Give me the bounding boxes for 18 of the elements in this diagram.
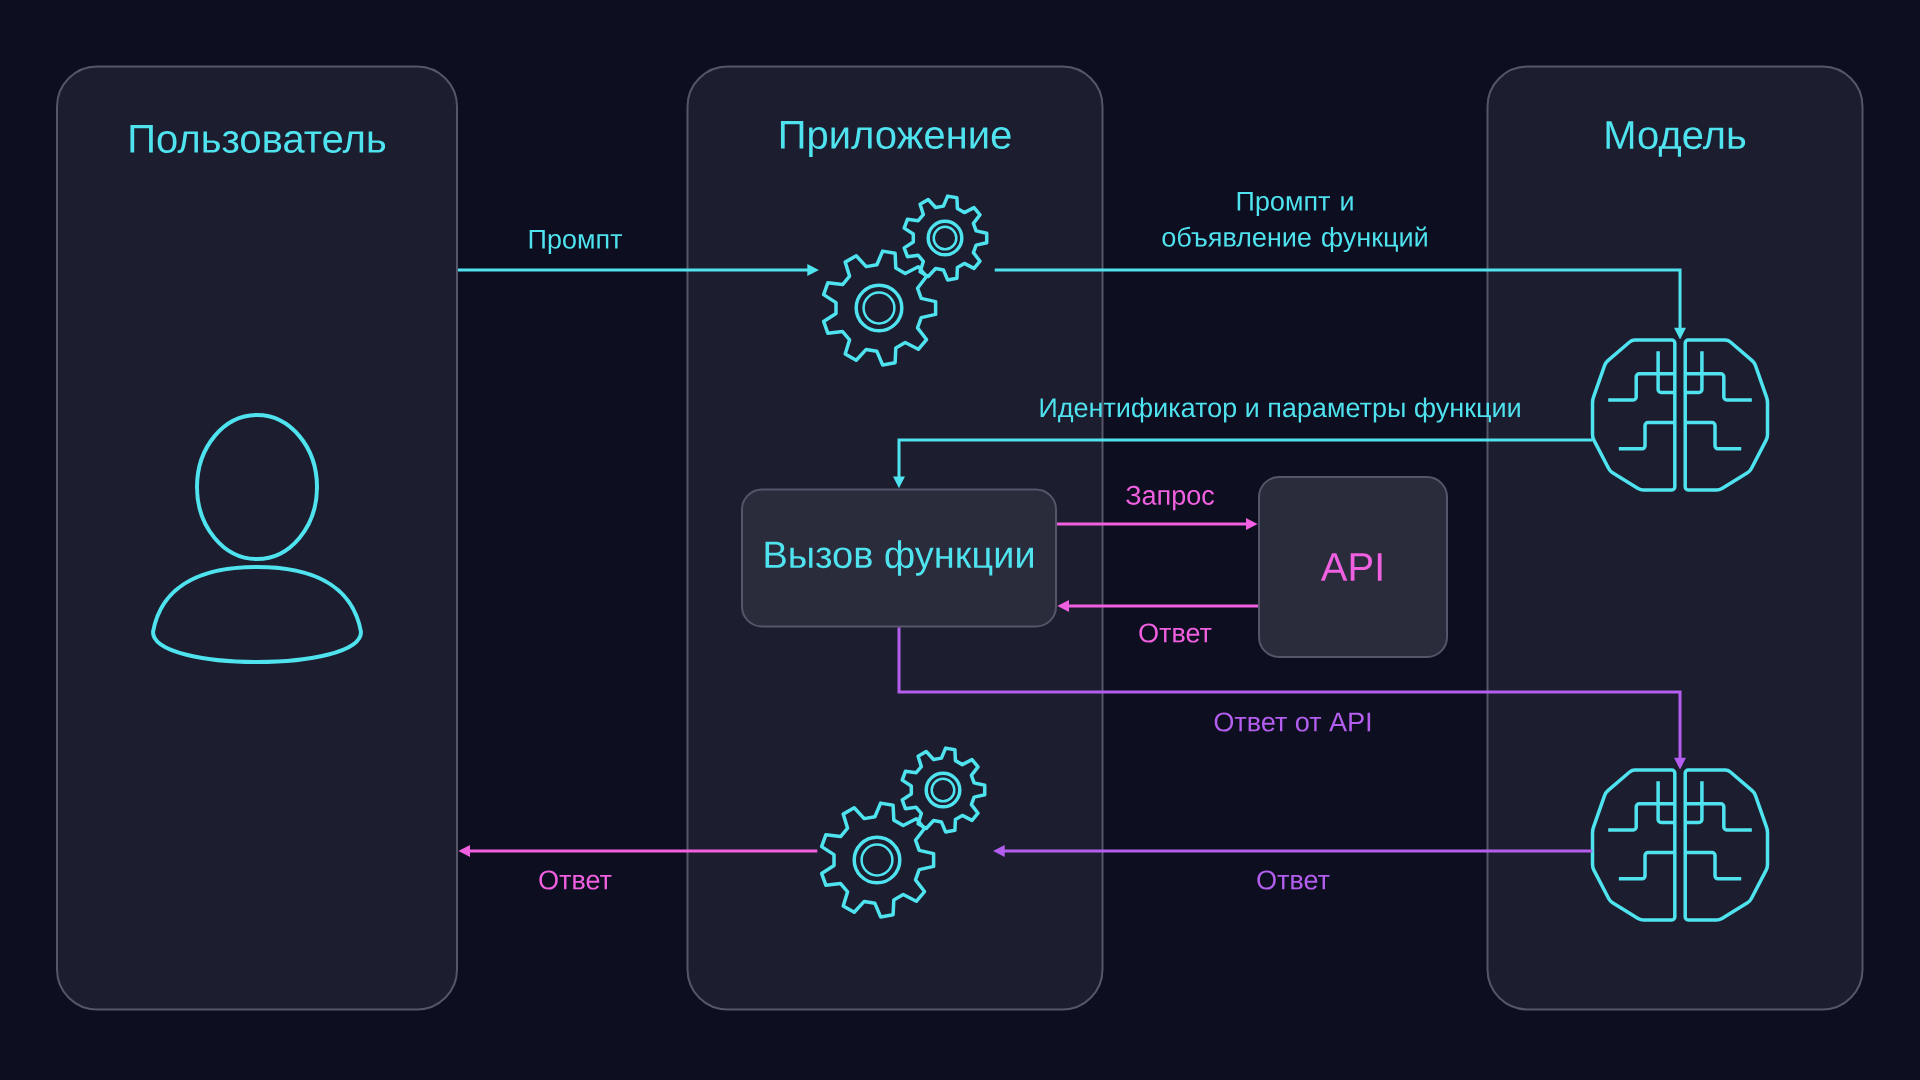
- edge-label: Ответ от API: [1214, 712, 1371, 732]
- process-box: API: [1258, 476, 1448, 658]
- edge-label: Ответ: [1257, 870, 1330, 890]
- edge-label: Промпт и объявление функций: [1162, 191, 1427, 253]
- lane-title: Модель: [1606, 121, 1746, 157]
- edge-label: Ответ: [1139, 623, 1212, 643]
- brain-icon: [1590, 768, 1770, 922]
- lane-title: Приложение: [780, 121, 1011, 157]
- person-icon: [151, 413, 363, 664]
- gears-icon: [821, 194, 989, 367]
- process-box: Вызов функции: [741, 488, 1057, 628]
- edge-label: Промпт: [529, 229, 623, 255]
- brain-icon: [1590, 338, 1770, 492]
- gears-icon: [819, 746, 987, 919]
- lane-title: Пользователь: [130, 125, 386, 153]
- edge-label: Идентификатор и параметры функции: [1040, 397, 1520, 423]
- edge-label: Ответ: [539, 870, 612, 890]
- edge-label: Запрос: [1126, 485, 1215, 511]
